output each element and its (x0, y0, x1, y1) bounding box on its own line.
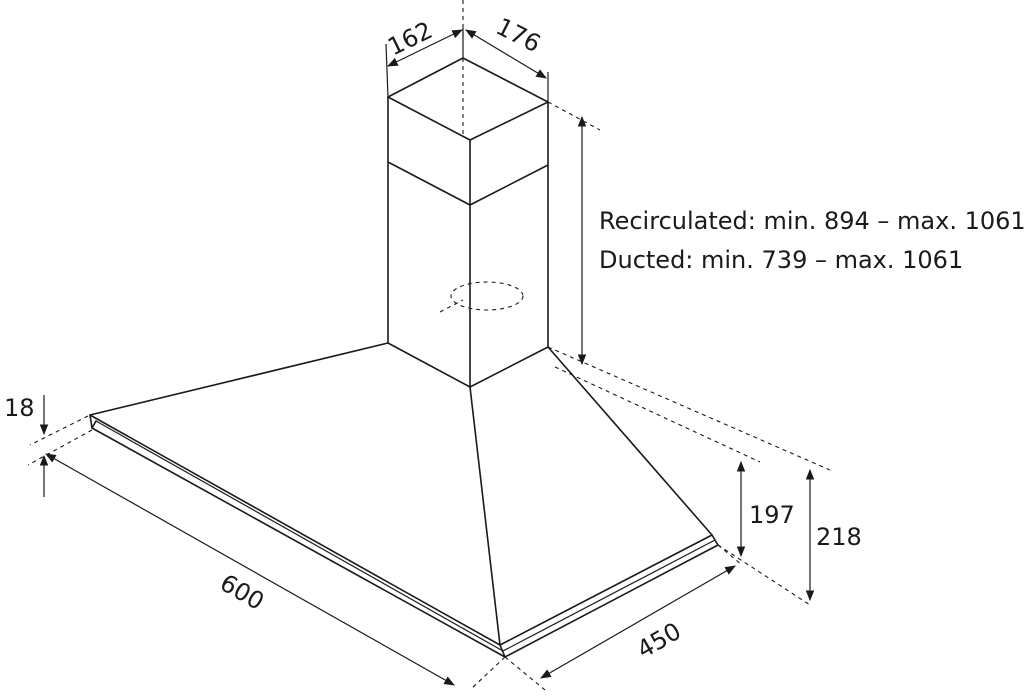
chimney-bottom-right (469, 346, 549, 388)
ext-line (27, 429, 93, 466)
chimney-joint-right (469, 164, 549, 206)
chimney-bottom-left (387, 342, 471, 388)
duct-axis (439, 299, 464, 313)
dim-label-218: 218 (816, 523, 862, 551)
ext-line-bottom (717, 544, 811, 606)
duct-outlet-hidden (450, 281, 524, 311)
dim-line (540, 565, 736, 679)
dim-line (387, 29, 463, 67)
base-trim (89, 414, 719, 658)
dim-trim-thickness: 18 (4, 394, 93, 497)
ext-line (29, 415, 89, 446)
chimney (387, 0, 549, 388)
chimney-top-face (387, 57, 549, 141)
ext-line-bottom (547, 346, 831, 471)
ext-line-inner (554, 366, 761, 463)
canopy (89, 342, 719, 658)
trim-corner-left (91, 420, 97, 429)
chimney-joint-left (387, 161, 471, 206)
dim-label-450: 450 (632, 617, 686, 664)
dim-line (465, 29, 547, 79)
dim-line (45, 453, 455, 686)
height-note-ducted: Ducted: min. 739 – max. 1061 (599, 246, 963, 274)
canopy-front-slope (469, 386, 501, 646)
ext-line (504, 656, 546, 691)
dim-label-197: 197 (749, 501, 795, 529)
dim-label-162: 162 (383, 16, 436, 61)
canopy-left-slope (89, 342, 389, 416)
trim-corner-front (499, 644, 506, 658)
height-note-recirculated: Recirculated: min. 894 – max. 1061 (599, 207, 1024, 235)
dim-chimney-depth: 162 (383, 16, 464, 98)
dim-hood-width: 600 (45, 453, 506, 691)
dim-label-176: 176 (492, 12, 546, 58)
ext-line-top (547, 101, 601, 131)
ext-line (385, 43, 389, 98)
dim-chimney-height: Recirculated: min. 894 – max. 1061 Ducte… (547, 101, 1024, 471)
trim-inner-front (95, 420, 504, 652)
dim-hood-depth: 450 (504, 544, 743, 691)
ext-line (469, 656, 506, 691)
dim-label-18: 18 (4, 394, 35, 422)
dim-canopy-height-outer: 218 (805, 468, 862, 602)
dim-chimney-width: 176 (465, 12, 549, 102)
canopy-right-slope (547, 346, 713, 536)
ext-line (717, 544, 743, 566)
dim-canopy-height-inner: 197 (717, 460, 811, 606)
